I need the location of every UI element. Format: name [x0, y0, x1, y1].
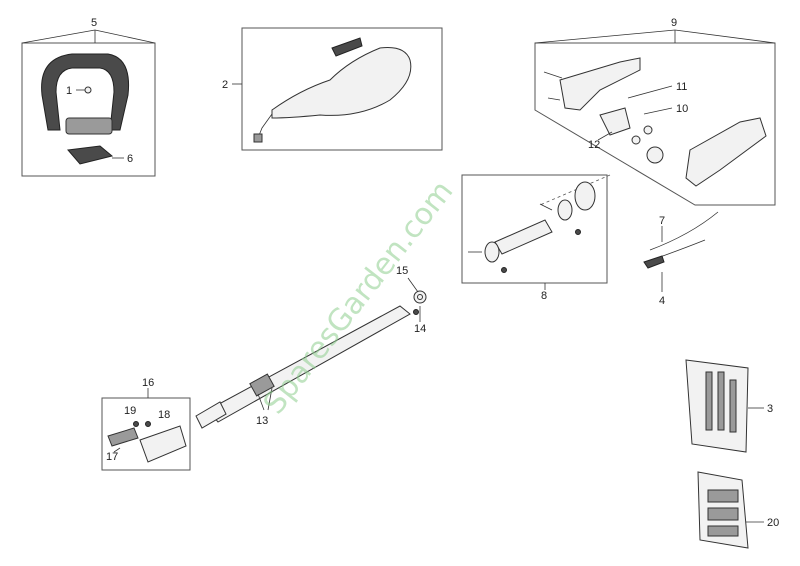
group-throttle-housing	[534, 29, 776, 206]
guard-bracket	[139, 425, 187, 463]
guard-plate	[107, 427, 139, 447]
callout-11: 11	[676, 81, 687, 93]
callout-9: 9	[671, 17, 677, 29]
drive-tube	[494, 219, 553, 255]
strap-hook	[253, 133, 263, 143]
shaft-fasteners	[407, 277, 427, 322]
callout-12: 12	[588, 139, 600, 151]
nut	[413, 309, 419, 315]
callout-7: 7	[659, 215, 665, 227]
callout-15: 15	[396, 265, 408, 277]
screw	[84, 86, 92, 94]
callout-6: 6	[127, 153, 133, 165]
callout-14: 14	[414, 323, 426, 335]
group-strap	[232, 27, 443, 151]
group-guard-mount	[101, 388, 191, 471]
spring	[631, 135, 641, 145]
loop-handle	[41, 53, 130, 131]
callout-5: 5	[91, 17, 97, 29]
housing-switch	[599, 107, 631, 136]
callout-4: 4	[659, 295, 665, 307]
trigger	[643, 125, 653, 135]
callout-3: 3	[767, 403, 773, 415]
group-5-box	[21, 42, 156, 177]
throttle-cable	[643, 211, 719, 292]
watermark: SparesGarden.com	[257, 174, 461, 421]
handle-clamp	[65, 117, 113, 135]
group-2-box	[241, 27, 443, 151]
housing-left	[559, 57, 641, 111]
decal-3	[685, 359, 749, 453]
group-8-box	[461, 174, 608, 284]
callout-8: 8	[541, 290, 547, 302]
group-16-box	[101, 397, 191, 471]
callout-17: 17	[106, 451, 118, 463]
strap-buckle	[331, 37, 363, 57]
callout-18: 18	[158, 409, 170, 421]
tube-clamp	[484, 241, 500, 263]
shaft-end	[195, 401, 227, 429]
callout-13: 13	[256, 415, 268, 427]
coupler-housing	[574, 181, 596, 211]
callout-20: 20	[767, 517, 779, 529]
group-handle	[21, 29, 156, 177]
callout-1: 1	[66, 85, 72, 97]
clamp-ring	[646, 146, 664, 164]
shoulder-strap	[271, 47, 412, 119]
coupler-ring	[557, 199, 573, 221]
callout-10: 10	[676, 103, 688, 115]
cable-7	[649, 211, 719, 251]
group-9-box	[534, 42, 776, 206]
handle-base-plate	[67, 145, 114, 165]
callout-19: 19	[124, 405, 136, 417]
main-shaft	[195, 305, 411, 429]
label-sheet-3	[685, 359, 764, 453]
label-sheet-20	[697, 471, 764, 549]
group-shaft-coupler	[461, 174, 608, 290]
callout-2: 2	[222, 79, 228, 91]
shaft-sleeve	[249, 373, 275, 397]
callout-16: 16	[142, 377, 154, 389]
throttle-grip	[685, 117, 767, 187]
